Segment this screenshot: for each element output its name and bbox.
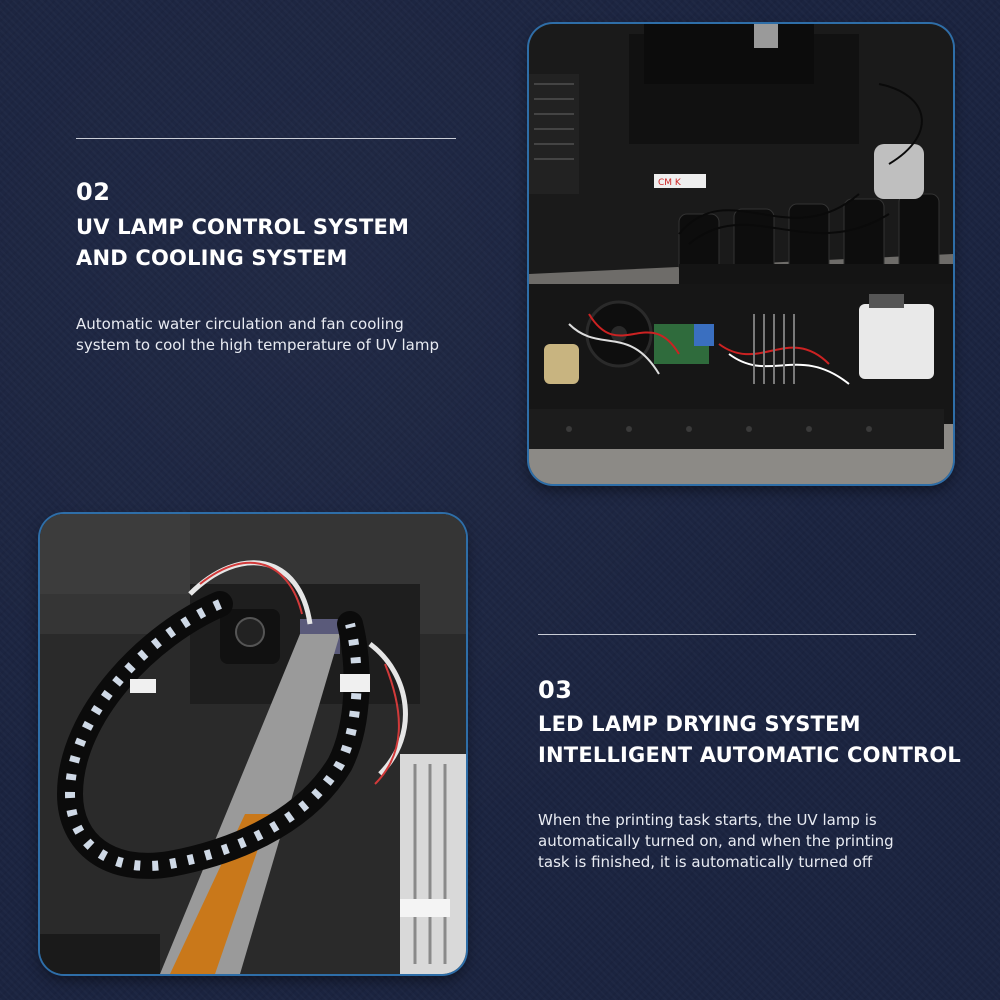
section-3-heading-line-1: LED LAMP DRYING SYSTEM: [538, 712, 861, 736]
section-2-description-line-2: system to cool the high temperature of U…: [76, 336, 439, 354]
printer-interior-illustration: CM K: [529, 24, 953, 484]
cmyk-label: CM K: [658, 178, 682, 188]
uv-lamp-cooling-photo: CM K: [529, 24, 953, 484]
section-2-heading-line-1: UV LAMP CONTROL SYSTEM: [76, 215, 410, 239]
section-2-number: 02: [76, 178, 111, 206]
section-3-description-line-3: task is finished, it is automatically tu…: [538, 853, 873, 871]
led-drying-chain-photo: [40, 514, 466, 974]
section-3-description-line-1: When the printing task starts, the UV la…: [538, 811, 877, 829]
section-2-divider: [76, 138, 456, 139]
section-3-divider: [538, 634, 916, 635]
section-3-description-line-2: automatically turned on, and when the pr…: [538, 832, 894, 850]
section-2-heading-line-2: AND COOLING SYSTEM: [76, 246, 348, 270]
section-3-heading-line-2: INTELLIGENT AUTOMATIC CONTROL: [538, 743, 962, 767]
drag-chain-illustration: [40, 514, 466, 974]
section-2-description-line-1: Automatic water circulation and fan cool…: [76, 315, 404, 333]
section-3-number: 03: [538, 676, 573, 704]
